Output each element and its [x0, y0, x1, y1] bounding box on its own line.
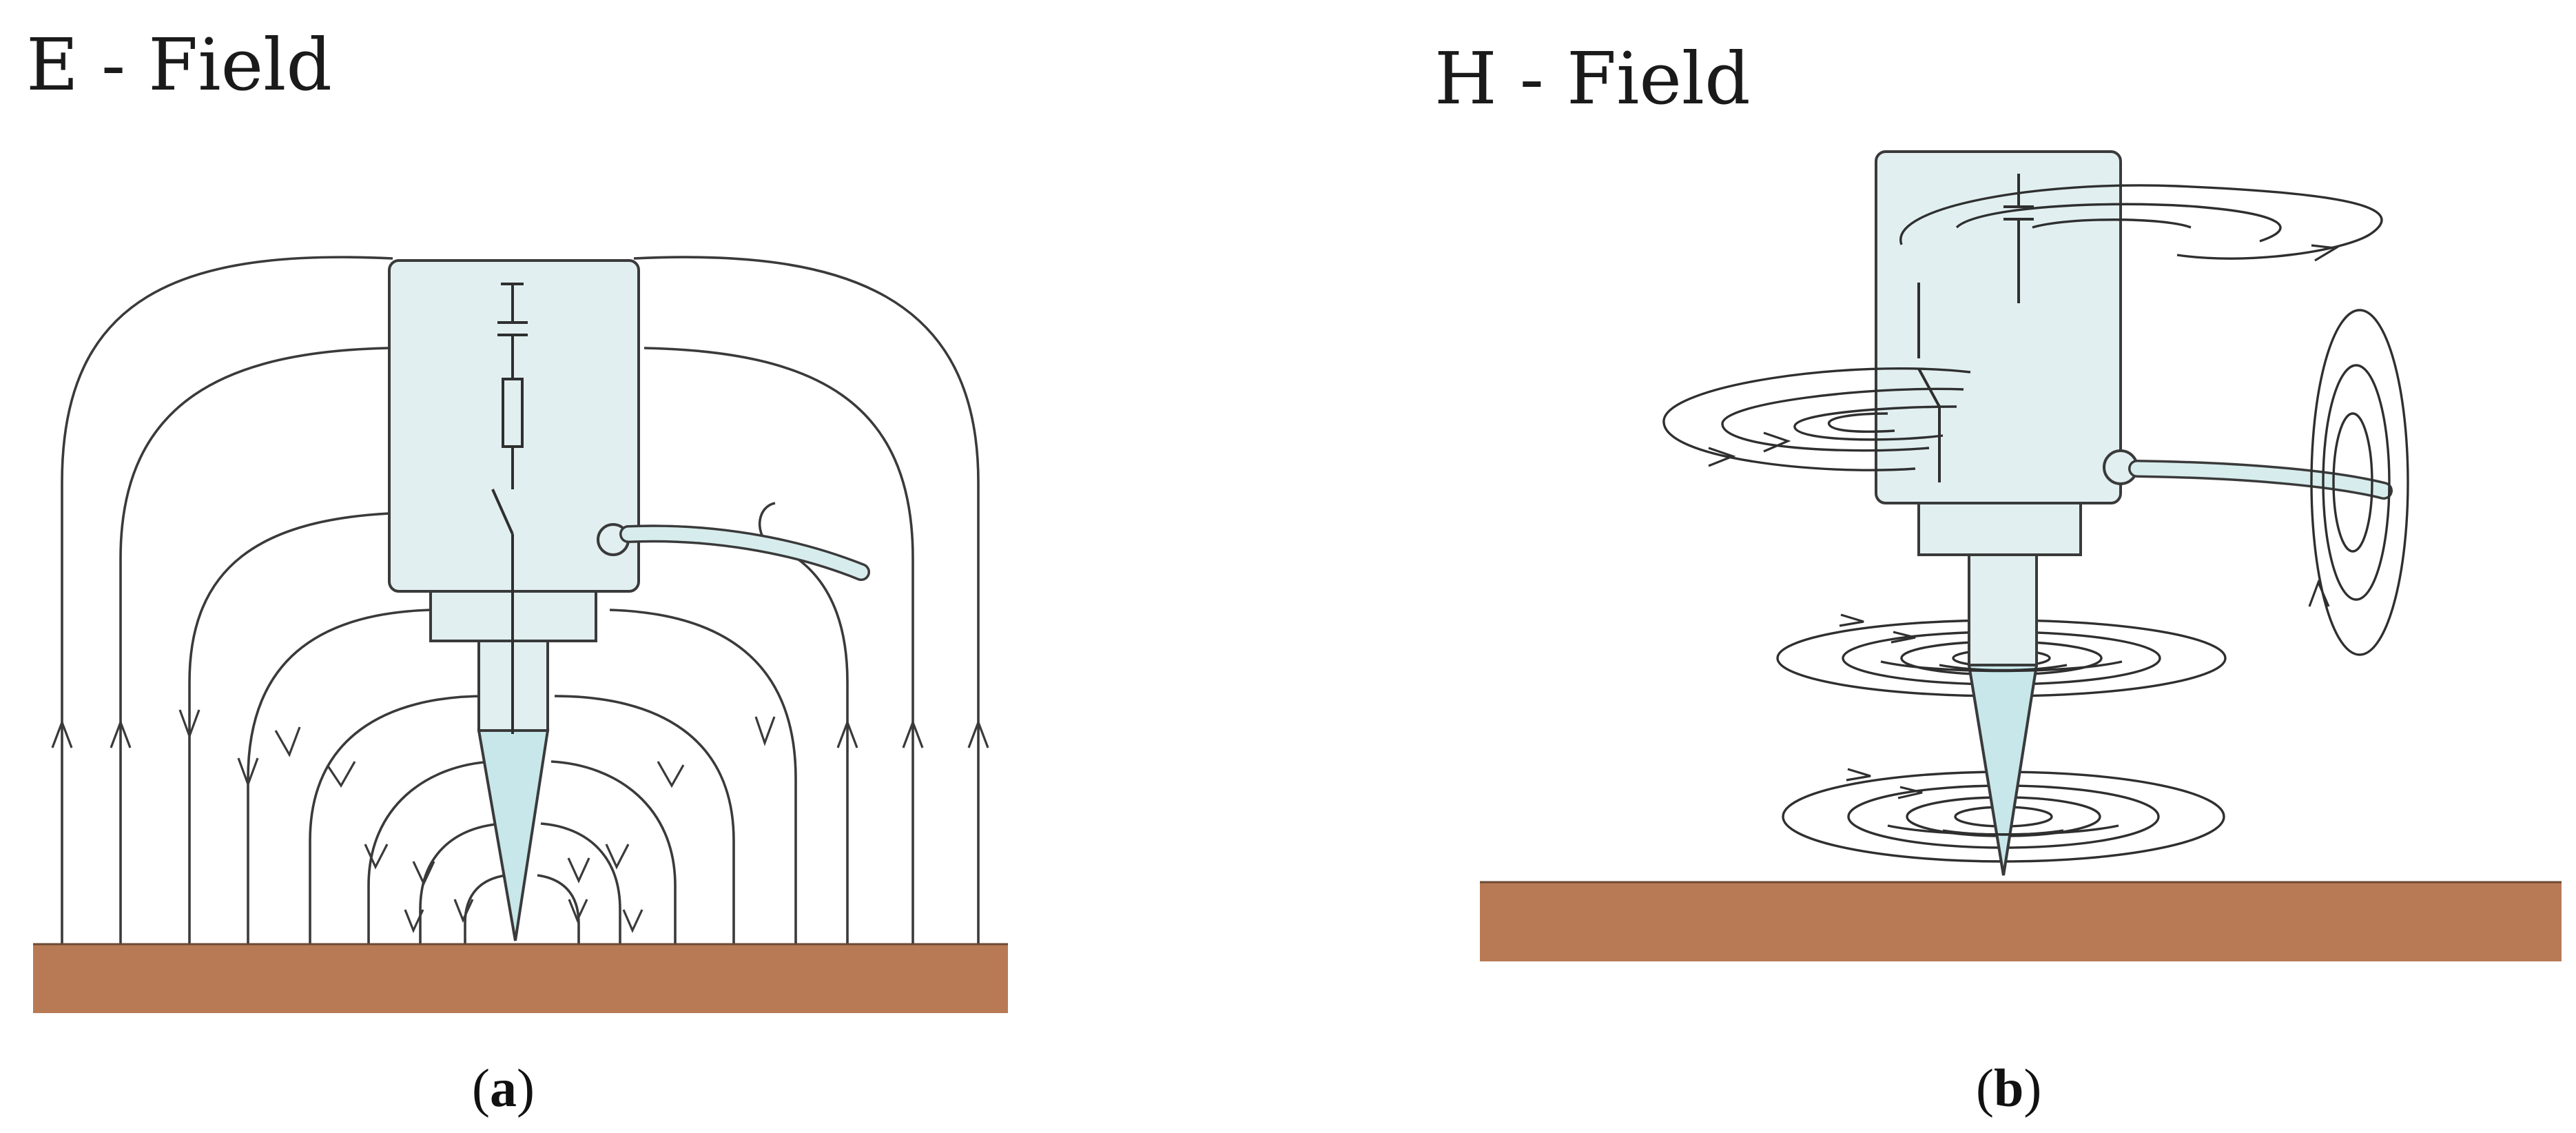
h-field-title: H - Field	[1434, 37, 1751, 121]
arrow-down-icon	[568, 899, 588, 923]
arrow-right-icon	[1708, 447, 1736, 467]
arrow-right-icon	[1846, 768, 1871, 782]
arrow-up-icon	[902, 719, 924, 748]
e-field-arrows	[51, 709, 989, 934]
e-field-line	[119, 347, 390, 944]
arrow-down-icon	[657, 761, 685, 788]
h-field-probe-front	[1880, 553, 2123, 876]
arrow-right-icon	[1839, 613, 1864, 627]
field-ring	[1721, 387, 1964, 452]
field-ring	[1955, 203, 2282, 243]
field-ring	[2032, 218, 2192, 229]
e-field-line	[540, 822, 621, 944]
e-field-line	[609, 609, 797, 944]
h-field-probe	[1875, 150, 2393, 876]
arrow-down-icon	[326, 761, 356, 788]
e-field-line	[309, 695, 486, 944]
e-field-diagram	[33, 256, 1008, 1013]
h-field-rings-cable	[2308, 309, 2409, 656]
e-field-line	[537, 874, 580, 944]
probe-cable	[2130, 462, 2391, 498]
e-field-line	[633, 256, 980, 944]
ground-plate	[33, 944, 1008, 1013]
field-ring	[2322, 364, 2391, 601]
field-ring	[1899, 184, 2383, 260]
e-field-line	[61, 256, 393, 944]
arrow-right-icon	[1890, 631, 1916, 644]
arrow-right-icon	[1897, 786, 1923, 799]
e-field-line	[550, 760, 677, 944]
e-field-line	[419, 822, 504, 944]
arrow-down-icon	[237, 757, 259, 788]
arrow-down-icon	[754, 716, 776, 746]
e-field-line	[554, 695, 735, 944]
arrow-up-icon	[2308, 579, 2330, 607]
h-field-diagram	[1480, 150, 2562, 961]
field-ring	[2310, 309, 2409, 656]
arrow-up-icon	[967, 719, 989, 748]
switch-icon	[491, 489, 514, 535]
circuit-symbols	[491, 283, 528, 734]
e-field-line	[247, 609, 431, 944]
h-field-rings-top	[1899, 184, 2383, 262]
arrow-down-icon	[453, 899, 474, 923]
arrow-up-icon	[110, 719, 132, 748]
ground-plate	[1480, 882, 2562, 961]
field-ring	[1662, 367, 1971, 471]
caption-b: (b)	[1976, 1058, 2042, 1118]
arrow-down-icon	[404, 909, 424, 934]
h-field-rings-left	[1662, 367, 1971, 471]
field-ring	[1828, 412, 1895, 433]
arrow-right-icon	[1763, 431, 1791, 453]
e-field-lines	[61, 256, 980, 944]
arrow-right-icon	[2311, 244, 2339, 262]
switch-icon	[1917, 368, 1941, 407]
e-field-probe	[388, 259, 870, 941]
arrow-up-icon	[836, 719, 858, 748]
arrow-down-icon	[622, 909, 643, 933]
probe-tip	[477, 729, 550, 941]
probe-cable	[621, 527, 868, 579]
arrow-down-icon	[274, 726, 301, 757]
arrow-down-icon	[567, 857, 590, 884]
caption-a: (a)	[472, 1058, 535, 1118]
field-ring	[1793, 405, 1957, 441]
arrow-up-icon	[51, 719, 73, 748]
arrow-down-icon	[412, 861, 435, 886]
resistor-icon	[502, 378, 524, 448]
e-field-line	[367, 760, 493, 944]
e-field-line	[188, 512, 390, 944]
e-field-line	[464, 874, 507, 944]
arrow-down-icon	[364, 844, 389, 870]
probe-collar	[1917, 502, 2082, 556]
arrow-down-icon	[605, 844, 630, 870]
e-field-title: E - Field	[26, 23, 332, 107]
field-ring	[2332, 412, 2373, 553]
arrow-down-icon	[178, 709, 200, 739]
e-field-line	[643, 347, 914, 944]
circuit-symbols	[1917, 174, 2034, 482]
